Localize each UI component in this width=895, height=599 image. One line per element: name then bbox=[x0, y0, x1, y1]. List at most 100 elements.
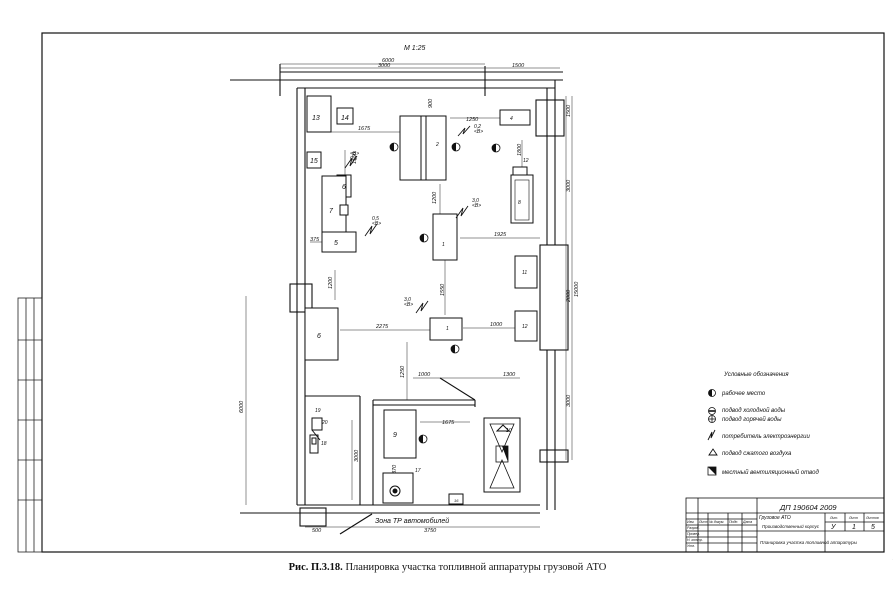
svg-text:У: У bbox=[830, 524, 837, 531]
svg-text:16: 16 bbox=[454, 498, 459, 503]
svg-text:6: 6 bbox=[342, 184, 346, 191]
compressed-air-symbol bbox=[495, 424, 511, 432]
svg-text:Изм.: Изм. bbox=[687, 520, 694, 524]
equipment-7 bbox=[304, 307, 339, 361]
left-margin-strip bbox=[17, 297, 43, 553]
svg-text:500: 500 bbox=[312, 528, 322, 534]
svg-text:20: 20 bbox=[321, 420, 328, 426]
svg-text:375: 375 bbox=[310, 237, 320, 243]
equipment-18 bbox=[448, 493, 464, 505]
svg-text:6000: 6000 bbox=[382, 58, 395, 64]
document-code: ДП 190604 2009 bbox=[779, 503, 837, 512]
svg-text:2000: 2000 bbox=[566, 289, 572, 303]
svg-text:2275: 2275 bbox=[375, 324, 389, 330]
svg-text:1: 1 bbox=[442, 242, 445, 248]
caption-number: Рис. П.3.18. bbox=[288, 562, 343, 573]
equipment-15 bbox=[336, 107, 354, 125]
svg-text:6000: 6000 bbox=[239, 400, 245, 413]
svg-text:1: 1 bbox=[446, 326, 449, 332]
svg-text:3000: 3000 bbox=[378, 63, 391, 69]
svg-text:1550: 1550 bbox=[352, 151, 358, 164]
equipment-11 bbox=[483, 417, 521, 493]
zone-label: Зона ТР автомобилей bbox=[375, 517, 449, 525]
power-consumers bbox=[344, 125, 471, 314]
equipment-numbers: 13 14 15 2 4 12 8 6 7 5 1 11 12 6 1 9 10… bbox=[310, 115, 529, 503]
svg-text:18: 18 bbox=[321, 441, 327, 447]
svg-text:9: 9 bbox=[393, 432, 397, 439]
svg-text:15: 15 bbox=[310, 158, 318, 165]
legend-item-ventilation: местный вентиляционный отвод bbox=[722, 469, 819, 476]
svg-text:Утв.: Утв. bbox=[687, 544, 695, 548]
svg-text:0,5<В>: 0,5<В> bbox=[372, 216, 381, 227]
svg-text:6: 6 bbox=[317, 333, 321, 340]
equipment-16 bbox=[306, 151, 322, 169]
svg-text:1200: 1200 bbox=[328, 276, 334, 289]
svg-text:1675: 1675 bbox=[442, 420, 455, 426]
svg-text:3000: 3000 bbox=[566, 179, 572, 192]
svg-text:5: 5 bbox=[334, 240, 338, 247]
svg-text:1000: 1000 bbox=[418, 372, 431, 378]
svg-text:4: 4 bbox=[510, 116, 513, 122]
walls bbox=[230, 64, 569, 527]
drawing-frame bbox=[41, 32, 885, 553]
equipment-9 bbox=[510, 174, 534, 224]
dimension-labels: 6000 3000 1500 900 1675 1250 1550 1800 1… bbox=[239, 58, 580, 534]
equipment-14 bbox=[306, 95, 332, 133]
equipment-3 bbox=[432, 213, 458, 261]
svg-text:900: 900 bbox=[428, 98, 434, 108]
svg-text:1250: 1250 bbox=[400, 365, 406, 378]
svg-text:Производственный корпус: Производственный корпус bbox=[762, 523, 820, 529]
title-block bbox=[685, 497, 885, 553]
svg-text:3,0<В>: 3,0<В> bbox=[404, 297, 413, 308]
svg-text:370: 370 bbox=[392, 464, 398, 474]
svg-text:15000: 15000 bbox=[574, 281, 580, 297]
equipment-5 bbox=[321, 231, 357, 253]
legend: Условные обозначения рабочее место подво… bbox=[707, 372, 819, 476]
svg-text:Листов: Листов bbox=[865, 516, 879, 520]
drawing-sheet: М 1:25 bbox=[17, 32, 893, 560]
svg-text:12: 12 bbox=[523, 158, 529, 164]
svg-text:Подп.: Подп. bbox=[729, 520, 738, 524]
svg-text:3000: 3000 bbox=[354, 449, 360, 462]
legend-item-cold-water: подвод холодной воды bbox=[722, 407, 786, 414]
org-name: Грузовое АТО bbox=[759, 515, 791, 521]
svg-text:3,0<В>: 3,0<В> bbox=[472, 198, 481, 209]
legend-item-air: подвод сжатого воздуха bbox=[722, 451, 792, 457]
equipment-4 bbox=[499, 109, 531, 126]
svg-text:Планировка участка топливной а: Планировка участка топливной аппаратуры bbox=[760, 539, 858, 545]
svg-text:Провер.: Провер. bbox=[687, 532, 700, 536]
dimension-lines bbox=[245, 63, 573, 528]
equipment-13 bbox=[512, 166, 528, 176]
svg-text:19: 19 bbox=[315, 408, 321, 414]
svg-text:1250: 1250 bbox=[466, 117, 479, 123]
svg-text:1800: 1800 bbox=[517, 143, 523, 156]
svg-text:Лист: Лист bbox=[848, 516, 858, 520]
svg-text:1000: 1000 bbox=[490, 322, 503, 328]
svg-text:1300: 1300 bbox=[503, 372, 516, 378]
svg-text:1200: 1200 bbox=[432, 191, 438, 204]
svg-text:1925: 1925 bbox=[494, 232, 507, 238]
equipment-12a bbox=[514, 255, 538, 289]
equipment-17 bbox=[382, 472, 414, 504]
svg-text:1675: 1675 bbox=[358, 126, 371, 132]
svg-text:1500: 1500 bbox=[512, 63, 525, 69]
equipment-2 bbox=[399, 115, 447, 181]
svg-text:3750: 3750 bbox=[424, 528, 437, 534]
equipment bbox=[304, 95, 538, 505]
svg-text:Дата: Дата bbox=[742, 520, 752, 524]
legend-item-workplace: рабочее место bbox=[721, 391, 766, 397]
svg-text:2: 2 bbox=[435, 142, 439, 148]
equipment-20 bbox=[311, 417, 323, 431]
svg-text:7: 7 bbox=[329, 208, 334, 215]
svg-text:0,2<В>: 0,2<В> bbox=[474, 124, 483, 135]
svg-text:Разраб.: Разраб. bbox=[687, 526, 700, 530]
power-labels: 0,2<В> <В>0,5 0,5<В> 3,0<В> 3,0<В> bbox=[350, 124, 483, 308]
svg-text:1550: 1550 bbox=[440, 283, 446, 296]
caption-text: Планировка участка топливной аппаратуры … bbox=[345, 562, 607, 573]
svg-text:13: 13 bbox=[312, 115, 320, 122]
equipment-8 bbox=[321, 175, 347, 237]
equipment-10 bbox=[383, 409, 417, 459]
svg-text:14: 14 bbox=[341, 115, 349, 122]
svg-text:5: 5 bbox=[871, 524, 875, 531]
svg-text:№ докум.: № докум. bbox=[709, 520, 724, 524]
